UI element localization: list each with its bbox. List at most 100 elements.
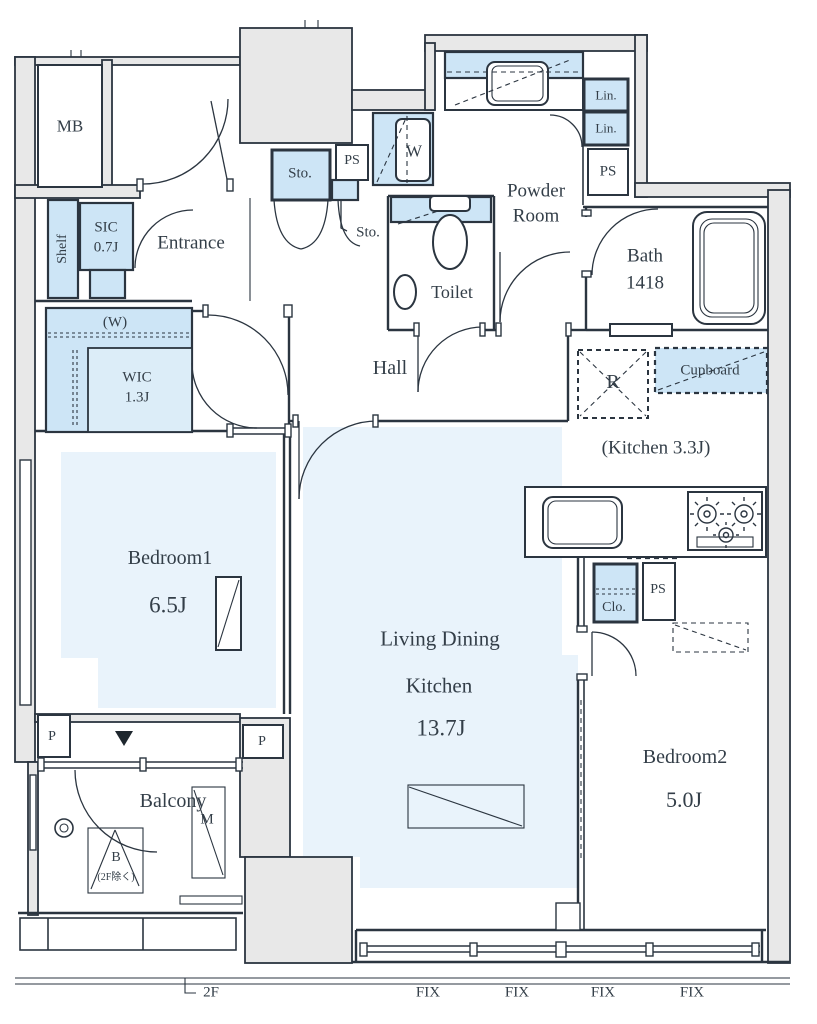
kitchen-sink — [542, 496, 623, 549]
wall-corner-block — [244, 856, 353, 964]
bedroom2-dashed-box — [672, 622, 749, 653]
washer-body — [395, 118, 431, 182]
hatch-line — [90, 829, 116, 890]
bathtub-inner — [699, 218, 759, 318]
pillar-left — [37, 714, 71, 758]
sic-step — [88, 268, 127, 300]
hatch-line — [114, 829, 140, 887]
bedroom2-door-arc — [591, 631, 637, 677]
corridor-door-arc — [207, 314, 289, 396]
door-jamb — [226, 423, 234, 438]
door-jamb — [292, 414, 299, 428]
entrance-door-leaf — [210, 100, 229, 185]
hatch-box — [87, 827, 144, 894]
washer-dashed — [376, 115, 408, 183]
mb-room — [37, 64, 103, 188]
door-jamb — [284, 423, 292, 438]
ldk-step-box — [407, 784, 525, 829]
linen-lower-box — [582, 110, 630, 147]
sic-door-arc — [134, 209, 194, 269]
column-block — [239, 27, 353, 144]
linen-door-arc — [549, 114, 583, 148]
door-jamb — [413, 322, 420, 337]
toilet-sink — [393, 274, 417, 310]
wic-door-arc — [191, 362, 258, 429]
mirror-diagonal — [217, 579, 240, 648]
entrance-door-arc — [142, 98, 229, 185]
door-jamb — [495, 322, 502, 337]
wall-right — [767, 189, 791, 964]
stove-drawer — [696, 536, 754, 548]
closets — [44, 77, 769, 653]
balcony-ledge — [179, 895, 243, 905]
vanity-sink-inner — [491, 65, 544, 102]
storage-label-leader — [340, 200, 348, 232]
door-jamb — [565, 322, 572, 337]
floor-mark-tick — [184, 978, 196, 994]
slider-jamb — [139, 757, 147, 772]
stove-burners — [690, 497, 761, 548]
ps-powder-box — [587, 148, 629, 196]
wic-inner — [87, 347, 193, 433]
slider-jamb — [235, 757, 243, 772]
meter-diagonal — [193, 789, 224, 876]
sic-box — [78, 201, 135, 272]
door-jamb — [479, 322, 486, 337]
window-mullion — [751, 942, 760, 957]
slider-jamb — [37, 757, 45, 772]
storage-small — [330, 178, 360, 202]
vanity-sink — [486, 61, 549, 106]
pillar-right — [242, 724, 284, 759]
door-jambs — [136, 178, 592, 681]
window-mullion — [359, 942, 368, 957]
door-jamb — [226, 178, 234, 192]
bathtub-inner2 — [703, 222, 755, 314]
vanity-dashed — [454, 59, 571, 106]
door-jamb — [576, 625, 588, 633]
door-jamb — [581, 209, 592, 217]
storage-door-arc — [273, 199, 302, 250]
balcony-drain-inner — [59, 823, 69, 833]
wall-powder-step — [424, 42, 436, 111]
partitions — [35, 51, 768, 932]
ldk-floor — [303, 427, 578, 888]
toilet-door-arc — [417, 326, 484, 393]
door-jamb — [202, 304, 209, 318]
bedroom1-floor — [61, 452, 276, 708]
door-jamb — [581, 270, 592, 278]
shelf-box — [46, 198, 80, 300]
wall-mb-right — [101, 59, 113, 189]
ps-bedroom2-box — [642, 562, 676, 621]
balcony-wall-window — [29, 774, 37, 851]
wall-corridor-band — [351, 89, 435, 111]
ldk-door-arc — [298, 420, 378, 500]
window-mullion — [469, 942, 478, 957]
bath-step — [609, 323, 673, 337]
wall-bath-top-band — [634, 182, 791, 198]
cupboard-diagonal — [657, 351, 765, 391]
balcony-drain — [54, 818, 74, 838]
wall-lin-right — [634, 34, 648, 198]
storage-small-door-arc — [337, 199, 361, 247]
door-jamb — [136, 178, 144, 192]
door-jamb — [283, 304, 293, 318]
bathtub — [692, 211, 766, 325]
wall-end-piece — [555, 902, 581, 931]
fixtures — [37, 50, 767, 905]
wall-powder-top — [424, 34, 648, 52]
clo-box — [592, 562, 639, 624]
wall-top-band — [14, 56, 241, 66]
door-jamb — [576, 673, 588, 681]
storage-door-arc — [300, 199, 329, 250]
toilet-tank — [429, 195, 471, 212]
storage-large — [270, 148, 332, 202]
bath-door-arc — [591, 208, 659, 276]
kitchen-sink-inner — [547, 500, 618, 545]
ps-entrance-box — [335, 144, 369, 181]
doors — [74, 98, 659, 853]
windows — [15, 757, 790, 994]
powder-door-arc — [499, 251, 571, 323]
balcony-railing — [19, 917, 237, 951]
